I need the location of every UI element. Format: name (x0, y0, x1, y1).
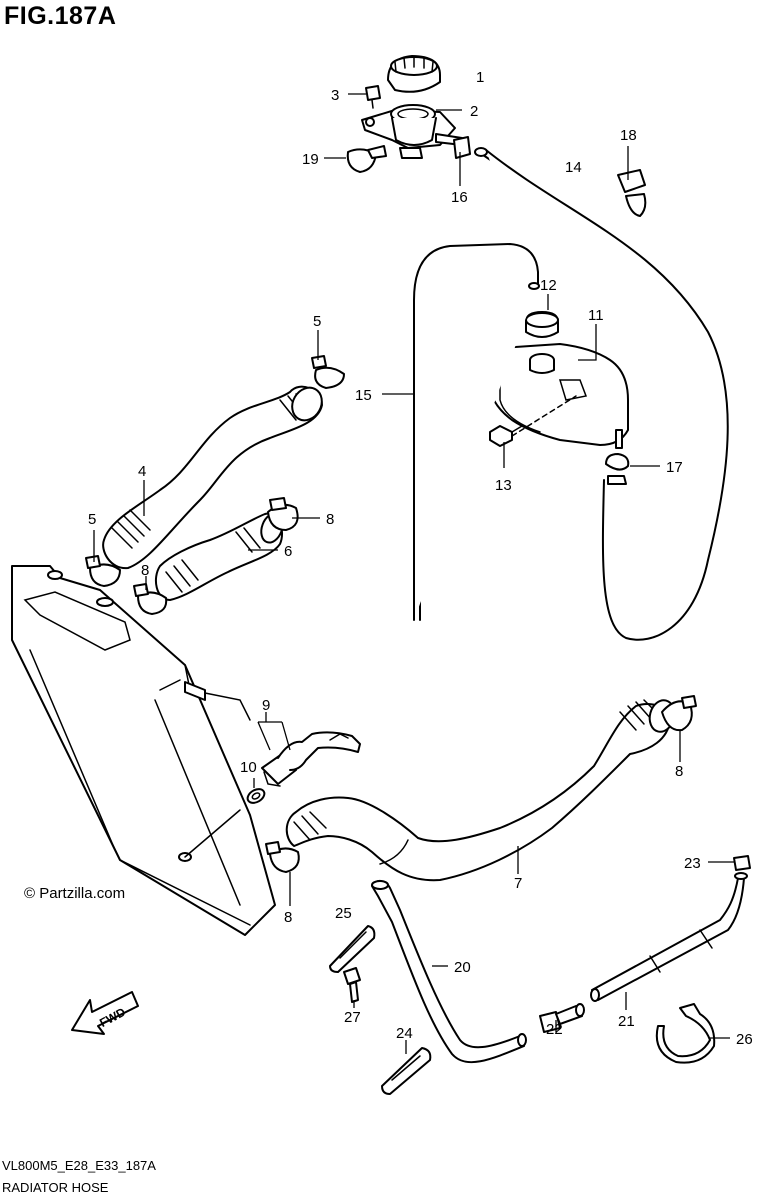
figure-code: VL800M5_E28_E33_187A (2, 1158, 156, 1173)
clamp-8-bottom (265, 841, 300, 873)
callout-24: 24 (396, 1025, 413, 1042)
callout-labels: 1 2 3 4 5 5 6 7 8 8 8 8 9 10 11 12 13 14… (88, 69, 753, 1048)
callout-21: 21 (618, 1013, 635, 1030)
callout-7: 7 (514, 875, 522, 892)
callout-2: 2 (470, 103, 478, 120)
bracket-25 (329, 925, 376, 973)
callout-15: 15 (355, 387, 372, 404)
callout-8-left: 8 (141, 562, 149, 579)
leader-lines (93, 93, 734, 1054)
radiator (11, 565, 276, 936)
callout-22: 22 (546, 1021, 563, 1038)
callout-14: 14 (565, 159, 582, 176)
callout-11: 11 (588, 307, 604, 324)
callout-26: 26 (736, 1031, 753, 1048)
clamp-8-left (133, 583, 168, 615)
joint-22 (539, 1003, 585, 1033)
clamp-23 (733, 855, 751, 871)
clamp-8-top (267, 497, 299, 531)
thermo-switch (261, 731, 361, 787)
gasket-10 (246, 788, 266, 804)
reservoir-cap (525, 311, 559, 338)
callout-4: 4 (138, 463, 146, 480)
watermark: © Partzilla.com (24, 885, 126, 902)
callout-13: 13 (495, 477, 512, 494)
reservoir-tank (486, 343, 629, 449)
callout-18: 18 (620, 127, 637, 144)
bolt-27 (343, 967, 361, 1003)
callout-25: 25 (335, 905, 352, 922)
callout-8-right: 8 (675, 763, 683, 780)
callout-8-bottom: 8 (284, 909, 292, 926)
figure-title: FIG.187A (4, 2, 117, 30)
callout-27: 27 (344, 1009, 361, 1026)
clamp-8-right (661, 695, 697, 732)
hose-21 (590, 872, 748, 1002)
gasket-16 (453, 136, 471, 159)
figure-name: RADIATOR HOSE (2, 1180, 109, 1195)
callout-1: 1 (476, 69, 484, 86)
clamp-19 (346, 145, 387, 173)
callout-10: 10 (240, 759, 257, 776)
callout-12: 12 (540, 277, 557, 294)
hose-7 (285, 699, 676, 882)
callout-3: 3 (331, 87, 339, 104)
hose-4 (102, 385, 323, 570)
bolt-3 (365, 85, 381, 109)
hose-20 (371, 880, 527, 1064)
callout-8-top: 8 (326, 511, 334, 528)
clamp-18 (617, 169, 647, 217)
callout-6: 6 (284, 543, 292, 560)
bolt-13 (489, 395, 577, 447)
callout-23: 23 (684, 855, 701, 872)
bracket-24 (381, 1047, 432, 1095)
callout-5-left: 5 (88, 511, 96, 528)
radiator-cap (387, 55, 441, 93)
clamp-5-top (311, 355, 345, 389)
fwd-arrow-icon: FWD (71, 991, 139, 1035)
clamp-17 (605, 453, 630, 485)
callout-5-top: 5 (313, 313, 321, 330)
hose-6 (154, 512, 284, 601)
callout-9: 9 (262, 697, 270, 714)
callout-16: 16 (451, 189, 468, 206)
callout-17: 17 (666, 459, 683, 476)
callout-20: 20 (454, 959, 471, 976)
clamp-26 (655, 1003, 716, 1064)
callout-19: 19 (302, 151, 319, 168)
hose-15 (413, 243, 540, 621)
